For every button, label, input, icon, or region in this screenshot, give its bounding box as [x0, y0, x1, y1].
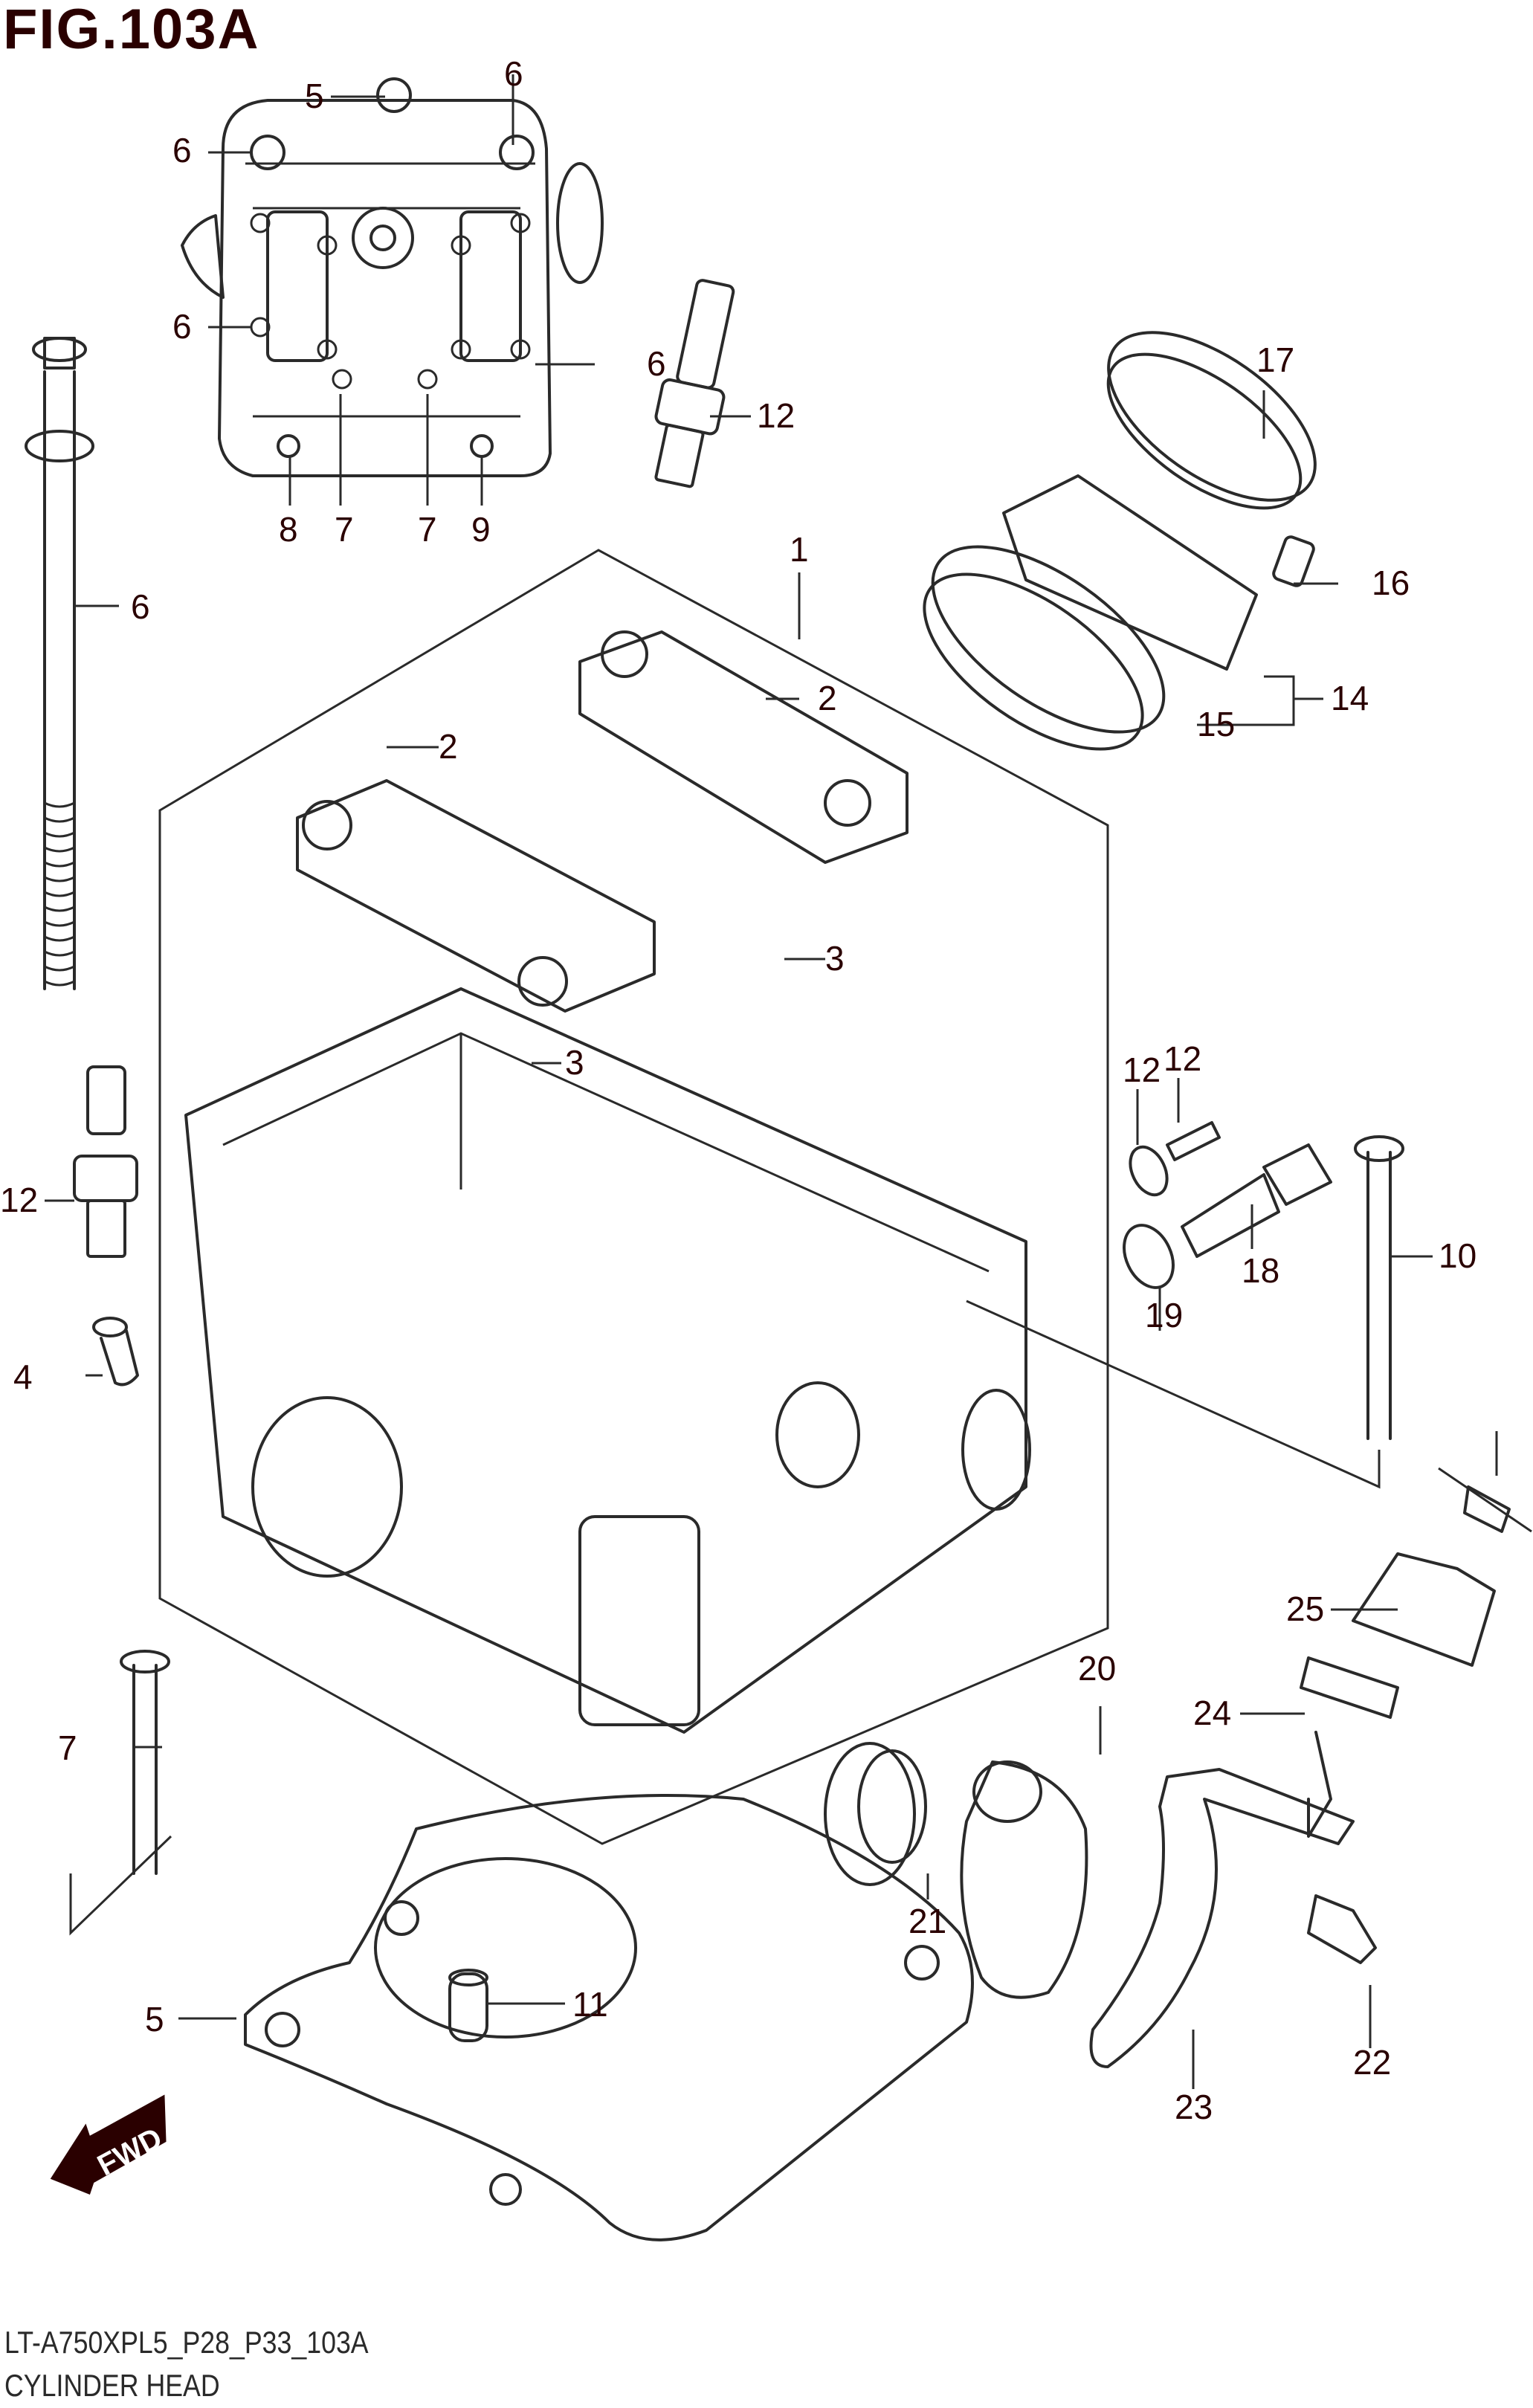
figure-title: FIG.103A [3, 0, 260, 61]
callout-13: 14 [1331, 679, 1369, 717]
callout-1: 1 [790, 530, 809, 569]
callout-6: 6 [647, 344, 666, 383]
callout-10: 12 [1164, 1039, 1201, 1078]
callout-14: 15 [1197, 705, 1235, 743]
head-gasket [244, 1794, 974, 2241]
head-bolt-long [25, 337, 94, 990]
callout-21: 22 [1353, 2043, 1391, 2082]
callout-12: 12 [757, 396, 795, 435]
bolt-8-right [966, 1135, 1404, 1489]
plug-sleeve-4 [92, 1317, 139, 1387]
callout-7: 7 [58, 1728, 77, 1767]
callout-6: 6 [172, 307, 192, 346]
callout-11: 12 [1123, 1050, 1161, 1089]
dowel-pin-9 [448, 1969, 488, 2042]
bolt-7 [69, 1650, 172, 1936]
callout-5: 5 [145, 2000, 164, 2039]
cylinder-head-body [184, 987, 1031, 1734]
callout-16: 17 [1256, 340, 1294, 379]
callout-8: 9 [471, 510, 491, 549]
intake-assembly [923, 331, 1317, 751]
callout-labels: 5 6 6 6 6 6 8 7 7 9 12 1 2 2 3 3 17 16 1… [0, 54, 1476, 2126]
callout-6: 6 [131, 587, 150, 626]
callout-7: 7 [335, 510, 354, 549]
holder-group [1300, 1467, 1532, 1838]
callout-17: 18 [1242, 1251, 1279, 1290]
callout-3: 3 [565, 1043, 584, 1082]
callout-24: 25 [1286, 1589, 1324, 1628]
spark-plug-left [73, 1065, 138, 1258]
callout-6: 5 [305, 77, 324, 115]
callout-2: 2 [439, 727, 458, 766]
spark-plug-top [654, 279, 735, 488]
callout-2: 2 [818, 679, 837, 717]
model-code: LT-A750XPL5_P28_P33_103A [4, 2325, 369, 2360]
callout-20: 21 [908, 1902, 946, 1940]
callout-12: 12 [0, 1181, 38, 1219]
callout-8: 10 [1439, 1236, 1476, 1275]
assembly-frame [158, 549, 1109, 1845]
callout-19: 20 [1078, 1649, 1116, 1688]
callout-9: 11 [572, 1985, 608, 2024]
callout-7: 7 [418, 510, 437, 549]
callout-8: 8 [279, 510, 298, 549]
callout-22: 23 [1175, 2088, 1213, 2126]
thermostat-group [824, 1742, 1377, 2068]
callout-23: 24 [1193, 1694, 1231, 1732]
diagram-caption: CYLINDER HEAD [4, 2368, 220, 2403]
temp-sensor-group [1123, 1121, 1332, 1289]
callout-6: 6 [504, 54, 523, 93]
callout-4: 4 [13, 1358, 33, 1396]
callout-18: 19 [1145, 1296, 1183, 1334]
callout-3: 3 [825, 939, 845, 978]
leader-lines [45, 74, 1498, 2089]
callout-6: 6 [172, 131, 192, 170]
fwd-direction-badge: FWD [50, 2094, 167, 2195]
callout-15: 16 [1372, 564, 1410, 602]
camshaft-housings [296, 630, 908, 1013]
head-top-view [181, 77, 604, 477]
